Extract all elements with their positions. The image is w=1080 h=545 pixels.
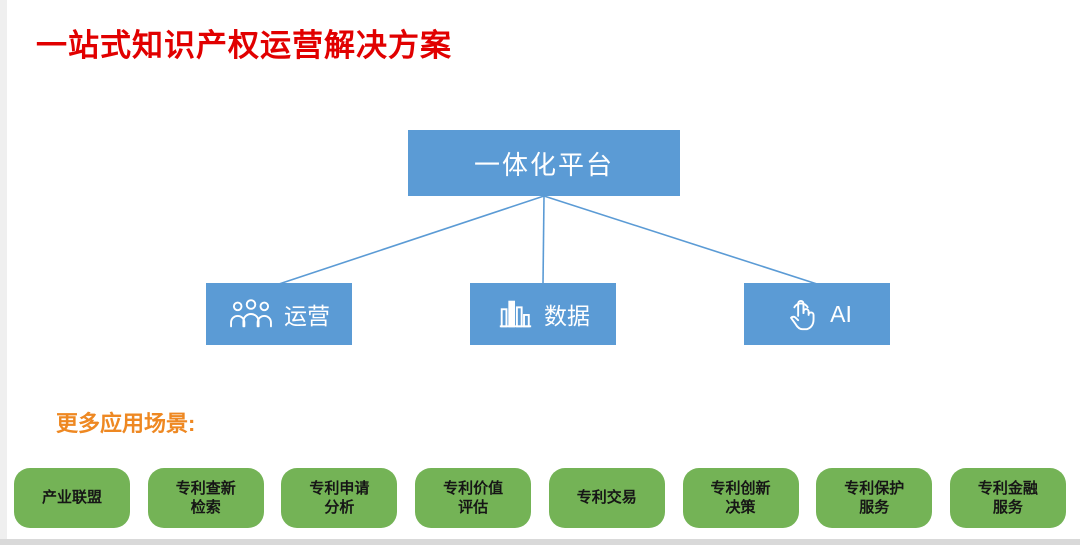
scenario-pill-label: 产业联盟: [41, 489, 102, 507]
scenario-pill-patent-trade: 专利交易: [548, 468, 665, 528]
scenario-pill-label: 专利价值 评估: [443, 479, 504, 517]
scenario-pill-application-analysis: 专利申请 分析: [281, 468, 398, 528]
scenario-pill-label: 专利金融 服务: [977, 479, 1038, 517]
scenario-pill-value-evaluation: 专利价值 评估: [415, 468, 532, 528]
branch-box-label: 运营: [284, 303, 330, 329]
bar-chart-icon: [496, 295, 534, 333]
touch-icon: [782, 295, 820, 333]
branch-box-ai: AI: [744, 283, 890, 345]
scenario-pill-label: 专利查新 检索: [175, 479, 236, 517]
scenario-pill-label: 专利创新 决策: [710, 479, 771, 517]
scenario-pill-label: 专利交易: [576, 489, 637, 507]
scenario-pill-row: 产业联盟 专利查新 检索 专利申请 分析 专利价值 评估 专利交易 专利创新 决…: [14, 466, 1066, 530]
branch-box-label: 数据: [544, 303, 590, 329]
root-box-label: 一体化平台: [473, 149, 614, 180]
scenario-pill-novelty-search: 专利查新 检索: [147, 468, 264, 528]
bottom-edge-strip: [0, 539, 1080, 545]
left-edge-strip: [0, 0, 7, 545]
more-scenarios-heading: 更多应用场景:: [56, 411, 196, 436]
page-title: 一站式知识产权运营解决方案: [36, 28, 452, 63]
scenario-pill-label: 专利保护 服务: [844, 479, 905, 517]
scenario-pill-industry-alliance: 产业联盟: [14, 468, 130, 528]
root-box-platform: 一体化平台: [408, 130, 680, 196]
scenario-pill-innovation-decision: 专利创新 决策: [682, 468, 799, 528]
scenario-pill-label: 专利申请 分析: [309, 479, 370, 517]
branch-box-data: 数据: [470, 283, 616, 345]
branch-box-operations: 运营: [206, 283, 352, 345]
branch-box-label: AI: [830, 300, 852, 327]
scenario-pill-protection-service: 专利保护 服务: [816, 468, 933, 528]
scenario-pill-finance-service: 专利金融 服务: [949, 468, 1066, 528]
people-icon: [228, 295, 274, 333]
